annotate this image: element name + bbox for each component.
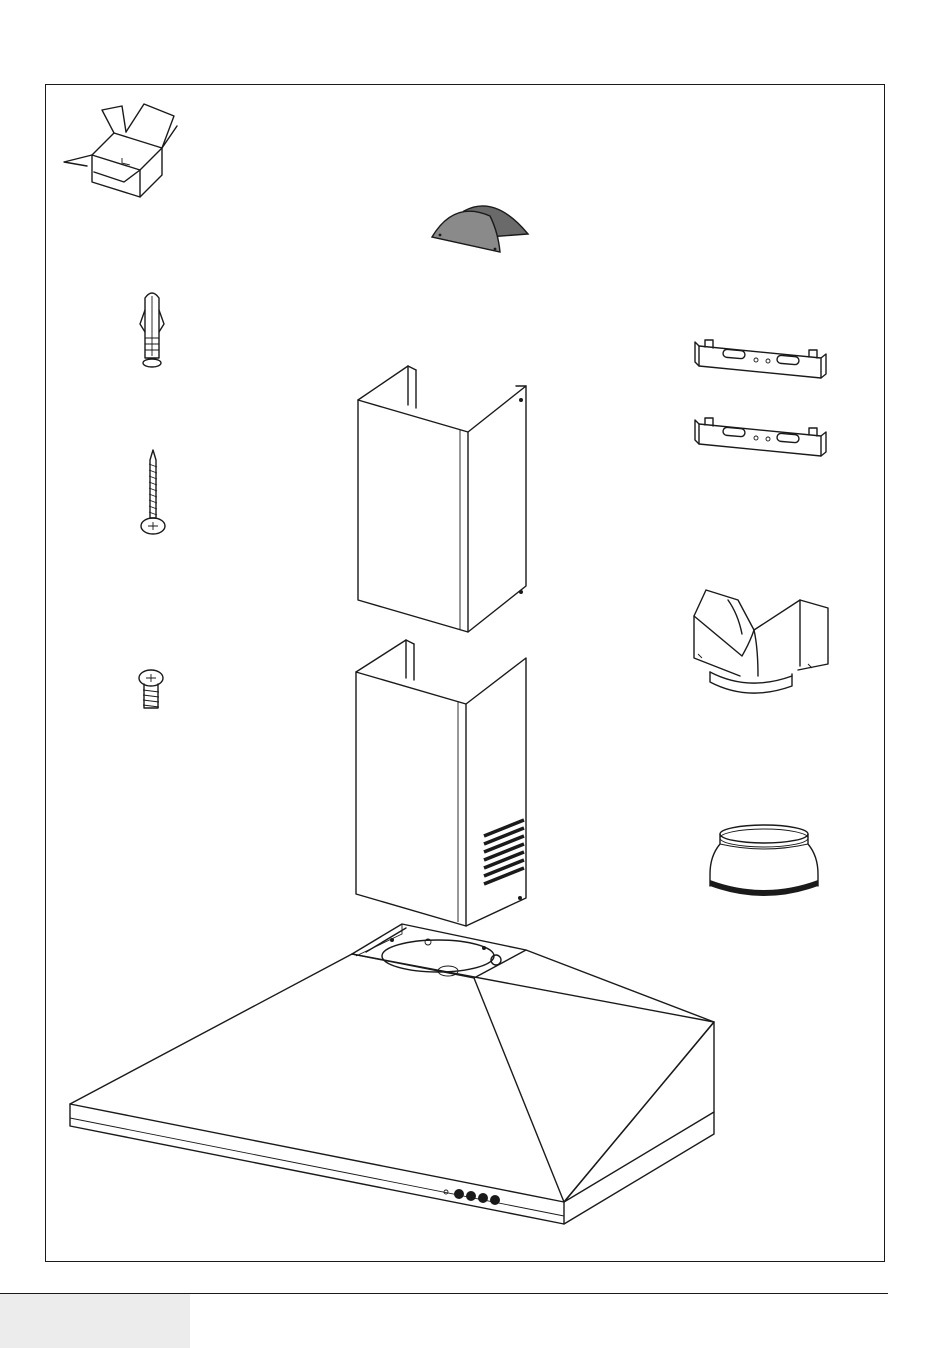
short-screw-icon	[136, 668, 166, 714]
y-adapter-icon	[688, 584, 832, 694]
footer-tab	[0, 1294, 190, 1348]
screw-icon	[138, 448, 168, 540]
bracket-icon	[693, 336, 829, 384]
hood-icon	[66, 924, 720, 1230]
chimney-upper-icon	[350, 360, 540, 640]
reducer-icon	[704, 820, 824, 910]
wall-plug-icon	[136, 288, 168, 370]
chimney-lower-icon	[348, 636, 538, 932]
end-cap-icon	[430, 196, 534, 254]
bracket-icon	[693, 414, 829, 462]
box-icon	[62, 100, 182, 202]
